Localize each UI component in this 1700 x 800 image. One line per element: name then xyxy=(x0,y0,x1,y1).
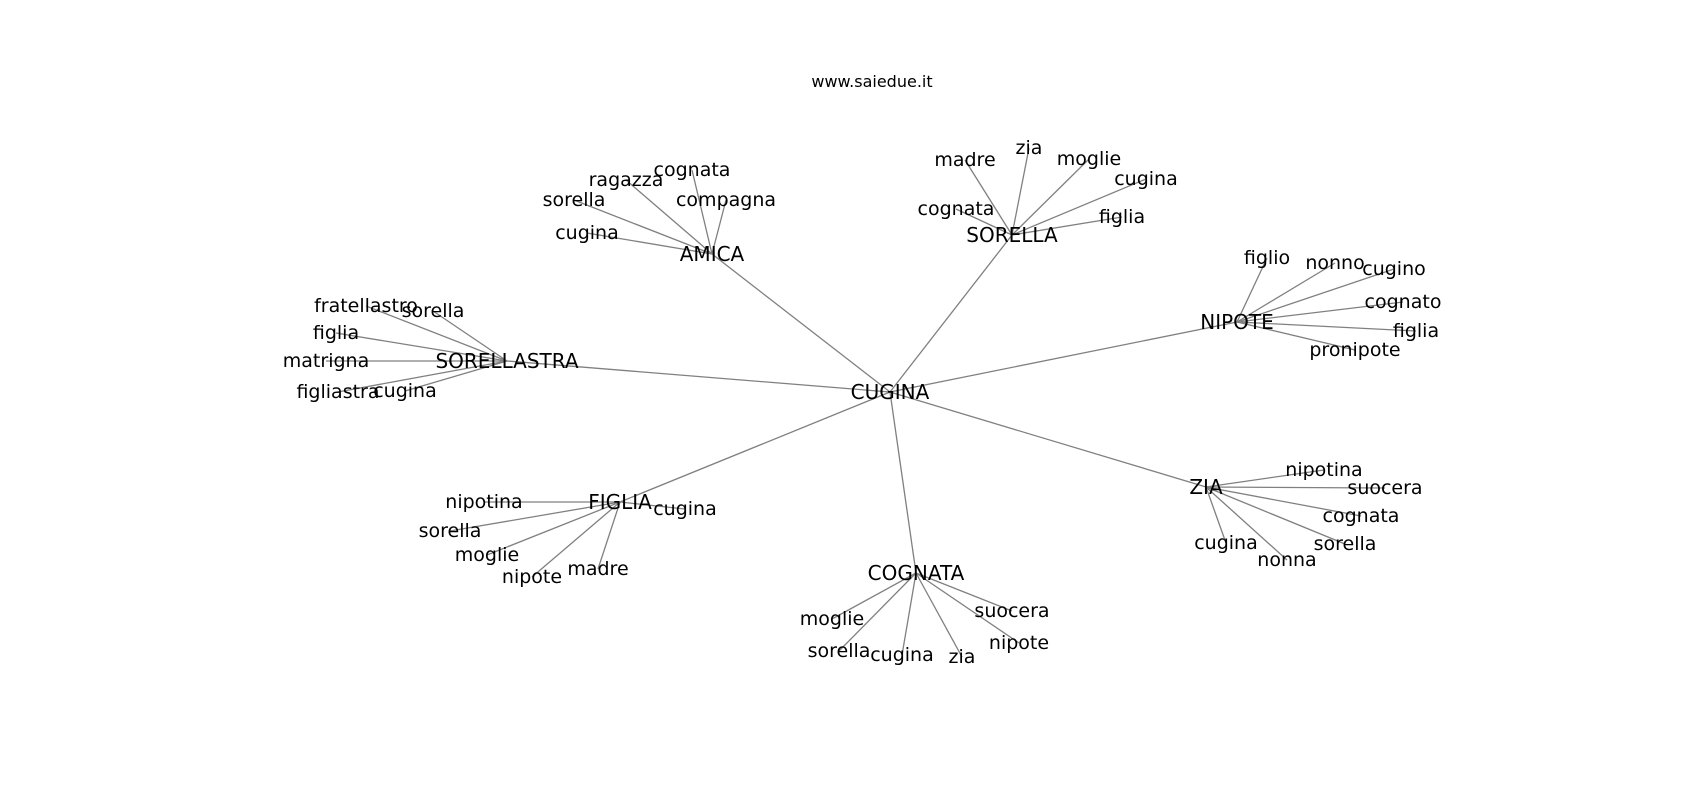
edge-sorella-cognata xyxy=(955,208,1013,236)
leaf-node-sorellastra-cugina: cugina xyxy=(373,380,437,402)
leaf-node-figlia-nipote: nipote xyxy=(502,566,562,588)
leaf-node-cognata-cugina: cugina xyxy=(870,644,934,666)
leaf-node-zia-cognata: cognata xyxy=(1323,505,1400,527)
leaf-node-figlia-madre: madre xyxy=(567,558,628,580)
edge-amica-ragazza xyxy=(625,179,713,255)
edge-sorella-zia xyxy=(1011,147,1030,236)
leaf-node-sorellastra-figlia: figlia xyxy=(313,322,359,344)
leaf-node-nipote-cugino: cugino xyxy=(1362,258,1426,280)
edge-zia-sorella xyxy=(1205,486,1346,545)
leaf-node-amica-cugina: cugina xyxy=(555,222,619,244)
edge-sorella-cugina xyxy=(1011,178,1147,236)
leaf-node-figlia-sorella: sorella xyxy=(419,520,482,542)
hub-node-cognata: COGNATA xyxy=(868,561,965,585)
leaf-node-cognata-nipote: nipote xyxy=(989,632,1049,654)
source-title: www.saiedue.it xyxy=(811,72,932,91)
edge-amica-cugina xyxy=(586,232,713,255)
edge-amica-compagna xyxy=(711,199,727,255)
leaf-node-sorella-figlia: figlia xyxy=(1099,206,1145,228)
leaf-node-sorellastra-sorella: sorella xyxy=(402,300,465,322)
leaf-node-nipote-figlio: figlio xyxy=(1244,247,1290,269)
leaf-node-amica-compagna: compagna xyxy=(676,189,776,211)
edge-sorellastra-cugina xyxy=(404,360,508,392)
leaf-node-sorellastra-figliastra: figliastra xyxy=(296,381,379,403)
hub-node-sorella: SORELLA xyxy=(966,223,1058,247)
edge-cognata-zia xyxy=(915,572,963,658)
edge-cognata-sorella xyxy=(838,572,917,652)
edge-center-sorellastra xyxy=(506,360,891,393)
hub-node-figlia: FIGLIA xyxy=(588,490,652,514)
edge-nipote-cognato xyxy=(1236,301,1404,323)
leaf-node-sorella-madre: madre xyxy=(934,149,995,171)
edge-figlia-cugina xyxy=(619,501,686,510)
edge-center-zia xyxy=(889,391,1207,488)
hub-node-amica: AMICA xyxy=(680,242,745,266)
leaf-node-cognata-zia: zia xyxy=(949,646,976,668)
edge-zia-cugina xyxy=(1205,486,1227,544)
leaf-node-figlia-moglie: moglie xyxy=(455,544,519,566)
hub-node-nipote: NIPOTE xyxy=(1200,310,1274,334)
edge-center-amica xyxy=(711,253,891,393)
edge-center-sorella xyxy=(889,234,1013,393)
leaf-node-zia-cugina: cugina xyxy=(1194,532,1258,554)
leaf-node-zia-sorella: sorella xyxy=(1314,533,1377,555)
edge-amica-cognata xyxy=(691,169,713,255)
edge-figlia-nipote xyxy=(531,501,621,578)
edge-sorellastra-figliastra xyxy=(337,360,508,393)
leaf-node-cognata-sorella: sorella xyxy=(808,640,871,662)
edge-sorellastra-fratellastro xyxy=(365,305,508,362)
center-node-label: CUGINA xyxy=(851,380,930,404)
edge-sorella-moglie xyxy=(1011,158,1090,236)
edge-sorella-figlia xyxy=(1011,216,1123,236)
edge-sorellastra-sorella xyxy=(432,310,508,362)
leaf-node-sorella-zia: zia xyxy=(1016,137,1043,159)
edge-center-figlia xyxy=(619,391,891,503)
edge-amica-sorella xyxy=(573,199,713,255)
leaf-node-sorella-cugina: cugina xyxy=(1114,168,1178,190)
edge-sorella-madre xyxy=(964,159,1013,236)
leaf-node-zia-nonna: nonna xyxy=(1257,549,1316,571)
edge-center-nipote xyxy=(889,321,1238,393)
edge-zia-nipotina xyxy=(1205,469,1325,488)
leaf-node-cognata-suocera: suocera xyxy=(974,600,1049,622)
edge-nipote-nonno xyxy=(1236,262,1336,323)
leaf-node-zia-nipotina: nipotina xyxy=(1285,459,1362,481)
leaf-node-amica-cognata: cognata xyxy=(654,159,731,181)
edge-figlia-madre xyxy=(597,501,621,570)
edge-zia-cognata xyxy=(1205,486,1362,517)
edge-figlia-sorella xyxy=(449,501,621,532)
leaf-node-figlia-cugina: cugina xyxy=(653,498,717,520)
leaf-node-amica-sorella: sorella xyxy=(543,189,606,211)
leaf-node-nipote-figlia: figlia xyxy=(1393,320,1439,342)
leaf-node-nipote-nonno: nonno xyxy=(1305,252,1364,274)
edge-figlia-moglie xyxy=(486,501,621,556)
leaf-node-amica-ragazza: ragazza xyxy=(589,169,664,191)
edge-cognata-suocera xyxy=(915,572,1013,612)
leaf-node-figlia-nipotina: nipotina xyxy=(445,491,522,513)
edge-sorellastra-figlia xyxy=(335,332,508,362)
leaf-node-zia-suocera: suocera xyxy=(1347,477,1422,499)
graph-edges xyxy=(326,147,1417,658)
edge-cognata-moglie xyxy=(831,572,917,620)
leaf-node-sorella-cognata: cognata xyxy=(918,198,995,220)
hub-node-zia: ZIA xyxy=(1189,475,1223,499)
edge-nipote-pronipote xyxy=(1236,321,1356,351)
edge-nipote-cugino xyxy=(1236,268,1395,323)
edge-zia-suocera xyxy=(1205,486,1386,489)
leaf-node-sorellastra-fratellastro: fratellastro xyxy=(314,295,418,317)
leaf-node-sorellastra-matrigna: matrigna xyxy=(283,350,369,372)
leaf-node-sorella-moglie: moglie xyxy=(1057,148,1121,170)
edge-cognata-nipote xyxy=(915,572,1020,644)
leaf-node-nipote-cognato: cognato xyxy=(1365,291,1442,313)
edge-nipote-figlio xyxy=(1236,257,1268,323)
edge-nipote-figlia xyxy=(1236,321,1417,332)
edge-cognata-cugina xyxy=(901,572,917,656)
leaf-node-cognata-moglie: moglie xyxy=(800,608,864,630)
edge-center-cognata xyxy=(889,391,917,574)
edge-zia-nonna xyxy=(1205,486,1288,561)
leaf-node-nipote-pronipote: pronipote xyxy=(1309,339,1400,361)
hub-node-sorellastra: SORELLASTRA xyxy=(435,349,578,373)
